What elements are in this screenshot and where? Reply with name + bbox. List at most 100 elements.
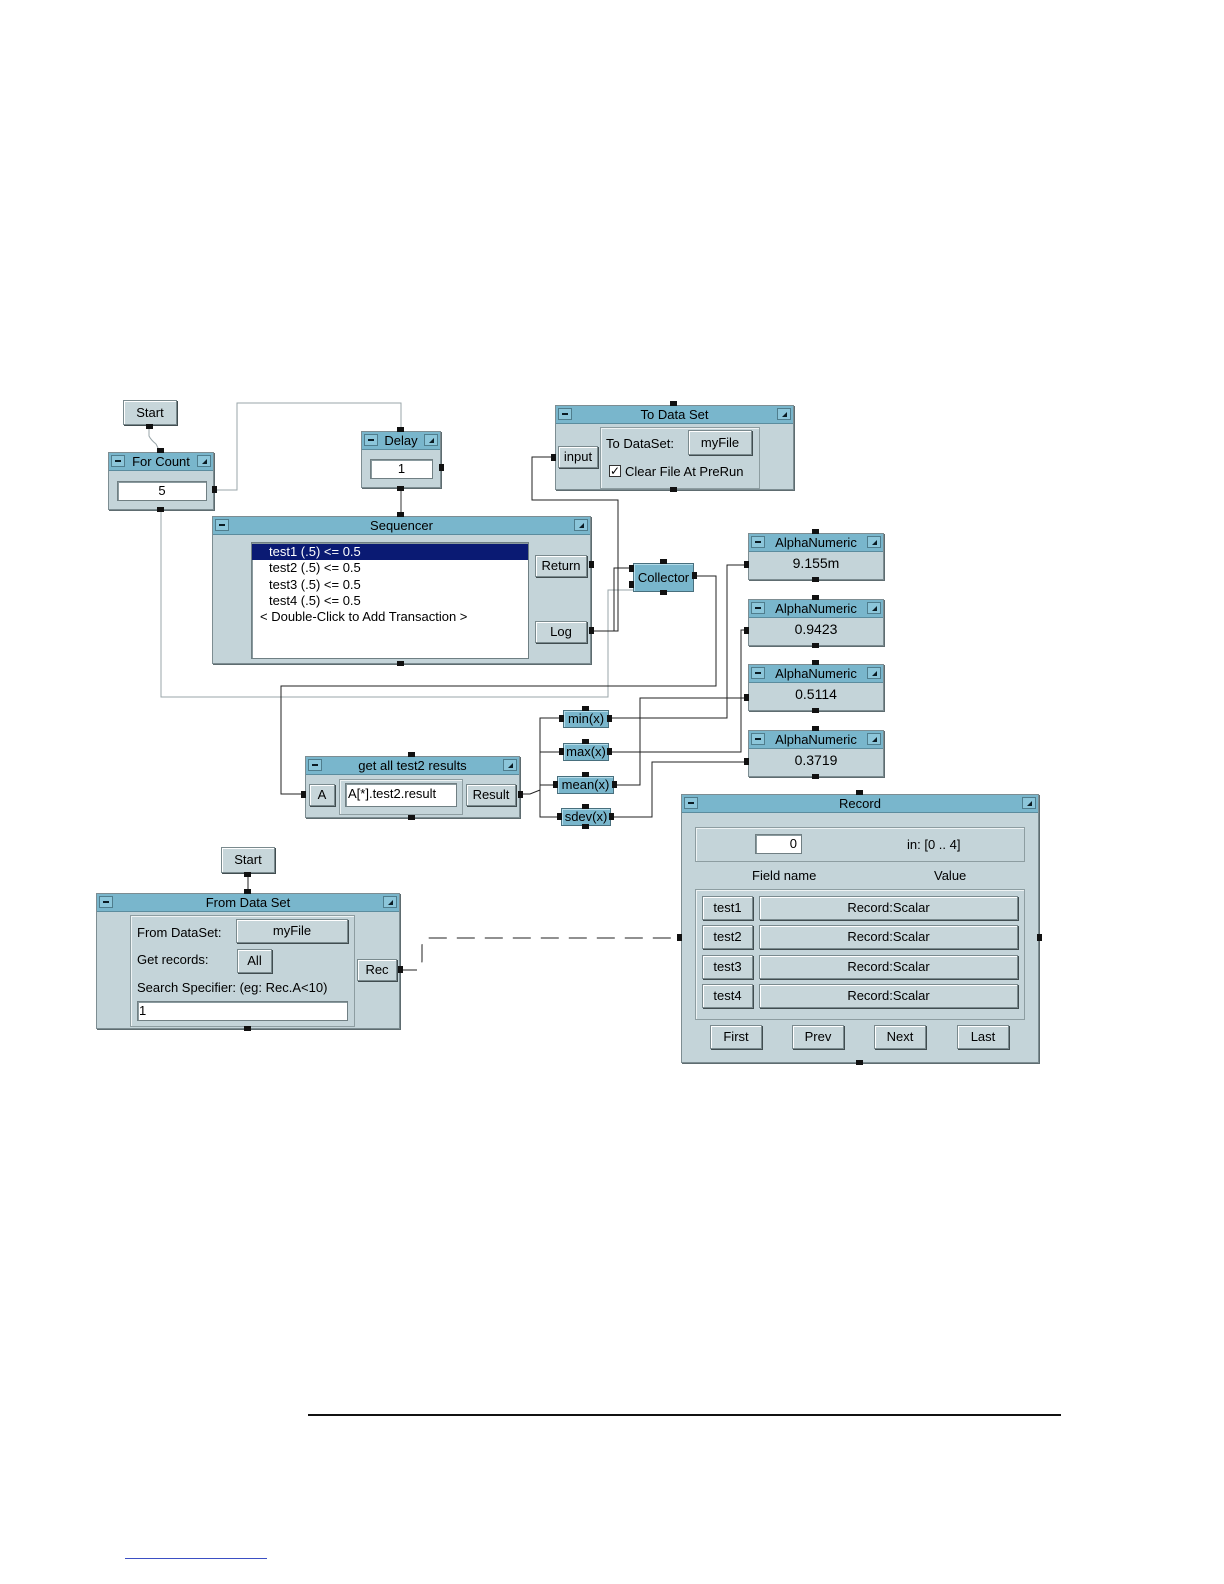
record-object[interactable]: Record 0 in: [0 .. 4] Field name Value t… xyxy=(681,794,1039,1063)
transaction-item[interactable]: test4 (.5) <= 0.5 xyxy=(269,593,361,608)
from-data-set-titlebar[interactable]: From Data Set xyxy=(97,894,399,912)
delay-object[interactable]: Delay 1 xyxy=(361,431,441,488)
minimize-icon[interactable] xyxy=(751,602,765,614)
min-function[interactable]: min(x) xyxy=(563,710,609,728)
prev-button[interactable]: Prev xyxy=(792,1025,844,1049)
sequencer-object[interactable]: Sequencer test1 (.5) <= 0.5 test2 (.5) <… xyxy=(212,516,591,664)
minimize-icon[interactable] xyxy=(751,733,765,745)
alphanumeric-sequence-out-pin xyxy=(812,774,819,779)
minimize-icon[interactable] xyxy=(364,434,378,446)
transaction-list[interactable]: test1 (.5) <= 0.5 test2 (.5) <= 0.5 test… xyxy=(251,542,529,659)
formula-result-terminal[interactable]: Result xyxy=(466,784,516,806)
record-index-input[interactable]: 0 xyxy=(755,834,802,854)
record-input-pin xyxy=(677,934,682,941)
field-value-test1[interactable]: Record:Scalar xyxy=(759,896,1018,920)
maximize-icon[interactable] xyxy=(1022,797,1036,809)
for-count-object[interactable]: For Count 5 xyxy=(108,452,214,510)
maximize-icon[interactable] xyxy=(867,602,881,614)
search-specifier-input[interactable]: 1 xyxy=(137,1001,348,1021)
to-data-set-file-button[interactable]: myFile xyxy=(688,430,752,455)
alphanumeric-sequence-in-pin xyxy=(812,660,819,665)
alphanumeric-input-pin xyxy=(744,694,749,701)
alphanumeric-title: AlphaNumeric xyxy=(775,535,857,550)
formula-input-terminal[interactable]: A xyxy=(309,784,335,806)
minimize-icon[interactable] xyxy=(751,667,765,679)
to-data-set-object[interactable]: To Data Set input To DataSet: myFile ✓ C… xyxy=(555,405,794,490)
sdev-sequence-out-pin xyxy=(582,824,589,829)
alphanumeric-display-1[interactable]: AlphaNumeric 9.155m xyxy=(748,533,884,580)
alphanumeric-titlebar[interactable]: AlphaNumeric xyxy=(749,731,883,749)
maximize-icon[interactable] xyxy=(867,667,881,679)
last-button[interactable]: Last xyxy=(957,1025,1009,1049)
minimize-icon[interactable] xyxy=(111,455,125,467)
to-data-set-titlebar[interactable]: To Data Set xyxy=(556,406,793,424)
wire-max-alpha2 xyxy=(609,629,749,753)
transaction-item[interactable]: test2 (.5) <= 0.5 xyxy=(269,560,361,575)
from-data-set-panel xyxy=(130,915,355,1027)
minimize-icon[interactable] xyxy=(308,759,322,771)
formula-object[interactable]: get all test2 results A A[*].test2.resul… xyxy=(305,756,520,818)
maximize-icon[interactable] xyxy=(574,519,588,531)
maximize-icon[interactable] xyxy=(424,434,438,446)
field-name-test4[interactable]: test4 xyxy=(702,984,753,1008)
next-button[interactable]: Next xyxy=(874,1025,926,1049)
alphanumeric-display-2[interactable]: AlphaNumeric 0.9423 xyxy=(748,599,884,646)
mean-output-pin xyxy=(612,781,617,788)
maximize-icon[interactable] xyxy=(867,536,881,548)
sequencer-titlebar[interactable]: Sequencer xyxy=(213,517,590,535)
to-data-set-input-terminal[interactable]: input xyxy=(558,446,598,468)
record-titlebar[interactable]: Record xyxy=(682,795,1038,813)
alphanumeric-title: AlphaNumeric xyxy=(775,601,857,616)
mean-function[interactable]: mean(x) xyxy=(557,776,614,794)
for-count-input[interactable]: 5 xyxy=(117,481,207,501)
formula-expression-input[interactable]: A[*].test2.result xyxy=(345,783,457,807)
get-records-button[interactable]: All xyxy=(237,949,272,973)
from-data-set-rec-terminal[interactable]: Rec xyxy=(357,959,397,981)
value-header: Value xyxy=(934,868,967,883)
field-value-test2[interactable]: Record:Scalar xyxy=(759,925,1018,949)
field-value-test4[interactable]: Record:Scalar xyxy=(759,984,1018,1008)
field-value-test3[interactable]: Record:Scalar xyxy=(759,955,1018,979)
minimize-icon[interactable] xyxy=(99,896,113,908)
delay-input[interactable]: 1 xyxy=(370,459,433,479)
record-title: Record xyxy=(839,796,881,811)
start-button-top[interactable]: Start xyxy=(123,400,177,425)
minimize-icon[interactable] xyxy=(684,797,698,809)
from-data-set-file-button[interactable]: myFile xyxy=(236,919,348,943)
alphanumeric-titlebar[interactable]: AlphaNumeric xyxy=(749,665,883,683)
field-name-test3[interactable]: test3 xyxy=(702,955,753,979)
minimize-icon[interactable] xyxy=(751,536,765,548)
maximize-icon[interactable] xyxy=(197,455,211,467)
minimize-icon[interactable] xyxy=(558,408,572,420)
from-data-set-object[interactable]: From Data Set From DataSet: myFile Get r… xyxy=(96,893,400,1029)
for-count-output-pin xyxy=(212,486,217,493)
minimize-icon[interactable] xyxy=(215,519,229,531)
sequencer-log-terminal[interactable]: Log xyxy=(535,621,587,643)
sequencer-return-terminal[interactable]: Return xyxy=(535,555,587,577)
max-function[interactable]: max(x) xyxy=(563,743,609,761)
sdev-output-pin xyxy=(609,813,614,820)
delay-titlebar[interactable]: Delay xyxy=(362,432,440,450)
alphanumeric-titlebar[interactable]: AlphaNumeric xyxy=(749,600,883,618)
sequencer-sequence-in-pin xyxy=(397,512,404,517)
alphanumeric-display-4[interactable]: AlphaNumeric 0.3719 xyxy=(748,730,884,777)
add-transaction-item[interactable]: < Double-Click to Add Transaction > xyxy=(260,609,468,624)
alphanumeric-titlebar[interactable]: AlphaNumeric xyxy=(749,534,883,552)
first-button[interactable]: First xyxy=(710,1025,762,1049)
transaction-item[interactable]: test3 (.5) <= 0.5 xyxy=(269,577,361,592)
collector-object[interactable]: Collector xyxy=(633,563,694,592)
maximize-icon[interactable] xyxy=(383,896,397,908)
maximize-icon[interactable] xyxy=(503,759,517,771)
alphanumeric-display-3[interactable]: AlphaNumeric 0.5114 xyxy=(748,664,884,711)
field-name-test1[interactable]: test1 xyxy=(702,896,753,920)
for-count-titlebar[interactable]: For Count xyxy=(109,453,213,471)
formula-titlebar[interactable]: get all test2 results xyxy=(306,757,519,775)
transaction-item[interactable]: test1 (.5) <= 0.5 xyxy=(252,544,528,560)
max-output-pin xyxy=(607,748,612,755)
mean-sequence-in-pin xyxy=(582,772,589,777)
clear-file-checkbox[interactable]: ✓ xyxy=(609,464,621,478)
field-name-test2[interactable]: test2 xyxy=(702,925,753,949)
maximize-icon[interactable] xyxy=(867,733,881,745)
maximize-icon[interactable] xyxy=(777,408,791,420)
start-button-bottom[interactable]: Start xyxy=(221,847,275,873)
